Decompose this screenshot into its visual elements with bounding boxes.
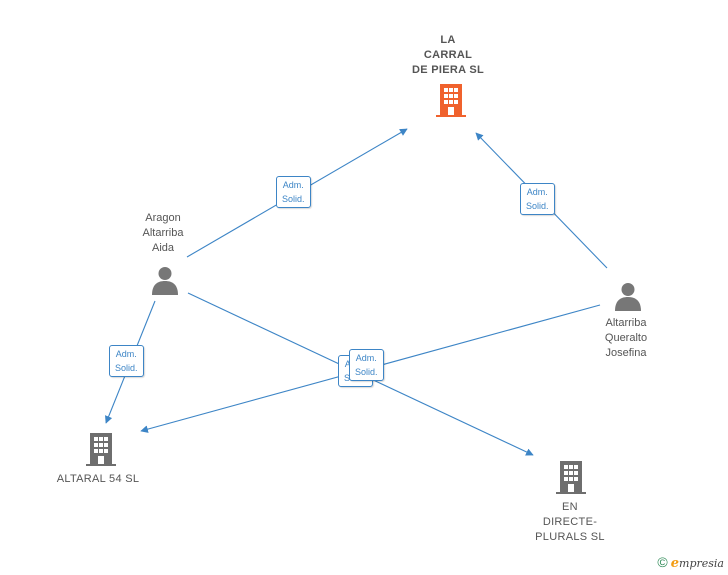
label-line: Aida [151, 242, 175, 254]
label-line: Altarriba [142, 227, 184, 239]
edge-label-aragon-la-carral[interactable]: Adm. Solid. [276, 176, 311, 208]
edge-label-line: Solid. [282, 194, 305, 204]
building-icon[interactable] [556, 461, 586, 494]
brand-name: mpresia [679, 557, 724, 570]
label-line: ALTARAL 54 SL [56, 473, 140, 485]
label-line: Josefina [605, 347, 647, 359]
building-icon[interactable] [86, 433, 116, 466]
edge-label-line: Solid. [355, 367, 378, 377]
brand-initial: e [670, 556, 680, 571]
edge-label-queralto-la-carral[interactable]: Adm. Solid. [520, 183, 555, 215]
label-line: EN [562, 501, 578, 513]
label-line: DIRECTE- [542, 516, 598, 528]
brand-logo[interactable]: ©empresia [657, 554, 724, 571]
company-label-en-directe[interactable]: EN DIRECTE- PLURALS SL [520, 500, 620, 545]
edge-label-line: Adm. [526, 187, 548, 197]
company-label-la-carral[interactable]: LA CARRAL DE PIERA SL [395, 33, 501, 78]
edge-label-line: Solid. [526, 201, 549, 211]
edge-label-line: Adm. [355, 353, 377, 363]
label-line: Queralto [604, 332, 648, 344]
label-line: LA [440, 34, 456, 46]
label-line: Aragon [145, 212, 181, 224]
edge-label-line: Solid. [115, 363, 138, 373]
copyright-symbol: © [657, 554, 668, 570]
edge-label-line: Adm. [282, 180, 304, 190]
edge-label-line: Adm. [115, 349, 137, 359]
person-icon[interactable] [615, 283, 641, 311]
label-line: DE PIERA SL [412, 64, 484, 76]
label-line: PLURALS SL [535, 531, 605, 543]
edge-label-queralto-altaral[interactable]: Adm. Solid. [349, 349, 384, 381]
person-label-aragon[interactable]: Aragon Altarriba Aida [118, 211, 208, 256]
label-line: CARRAL [423, 49, 473, 61]
label-line: Altarriba [605, 317, 647, 329]
edge-label-aragon-altaral[interactable]: Adm. Solid. [109, 345, 144, 377]
person-label-queralto[interactable]: Altarriba Queralto Josefina [581, 316, 671, 361]
person-icon[interactable] [152, 267, 178, 295]
company-label-altaral[interactable]: ALTARAL 54 SL [48, 472, 148, 487]
building-icon[interactable] [436, 84, 466, 117]
